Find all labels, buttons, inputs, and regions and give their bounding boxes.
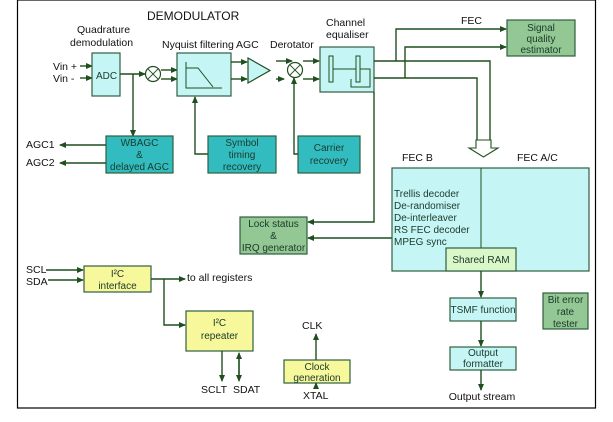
vin-plus-label: Vin +: [53, 61, 77, 73]
equaliser-to-fec-wire-i: [374, 60, 491, 140]
equaliser-caption-line1: Channel: [326, 17, 365, 29]
signal-quality-line3: estimator: [520, 45, 562, 56]
i2c-interface-line1: I²C: [111, 269, 124, 280]
i2c-interface-line2: interface: [98, 281, 137, 292]
clk-label: CLK: [302, 320, 322, 332]
fec-function-trellis: Trellis decoder: [394, 189, 460, 200]
i2c-interface-block: [83, 265, 152, 293]
xtal-label: XTAL: [303, 390, 329, 402]
lowpass-filter-icon: [185, 62, 222, 89]
agc-caption: AGC: [236, 39, 259, 51]
lock-status-line2: &: [270, 231, 277, 242]
fec-b-caption: FEC B: [402, 152, 433, 164]
output-formatter-line1: Output: [468, 348, 498, 359]
nyquist-caption: Nyquist filtering: [162, 39, 234, 51]
output-stream-label: Output stream: [449, 391, 516, 403]
clock-generation-line2: generation: [293, 373, 340, 384]
sclt-label: SCLT: [201, 384, 228, 396]
bit-error-line1: Bit error: [548, 295, 584, 306]
diagram-frame: [16, 0, 597, 409]
equaliser-icon: [328, 55, 371, 88]
carrier-recovery-block: [297, 135, 361, 174]
agc2-label: AGC2: [26, 157, 55, 169]
wbagc-line1: WBAGC: [121, 138, 159, 149]
i2c-to-repeater-wire: [163, 279, 186, 328]
fec-label: FEC: [461, 15, 482, 27]
signal-quality-line2: quality: [527, 34, 556, 45]
quadrature-caption-line2: demodulation: [70, 37, 133, 49]
symbol-timing-line2: timing: [229, 150, 256, 161]
signal-quality-line1: Signal: [527, 23, 555, 34]
equaliser-caption-line2: equaliser: [326, 29, 369, 41]
agc-amplifier-icon: [247, 56, 272, 85]
equaliser-to-fec-wire-q: [374, 77, 478, 140]
shared-ram-label: Shared RAM: [452, 255, 509, 266]
derotator-mixer-icon: [286, 61, 304, 79]
fec-input-arrow: [467, 139, 500, 158]
scl-label: SCL: [26, 264, 47, 276]
adc-block: [91, 52, 121, 97]
bit-error-rate-tester-block: [542, 292, 589, 330]
wbagc-line2: &: [136, 150, 143, 161]
symbol-timing-to-nyquist-wire: [192, 96, 208, 155]
fec-function-rs-decoder: RS FEC decoder: [394, 225, 470, 236]
sdat-label: SDAT: [233, 384, 261, 396]
i2c-repeater-line2: repeater: [201, 331, 239, 342]
bit-error-line3: tester: [553, 319, 579, 330]
carrier-line1: Carrier: [314, 143, 345, 154]
fec-function-derandomiser: De-randomiser: [394, 201, 461, 212]
fec-function-mpeg-sync: MPEG sync: [394, 237, 447, 248]
lock-status-block: [239, 216, 308, 255]
output-formatter-block: [449, 346, 517, 371]
lock-status-line1: Lock status: [248, 219, 299, 230]
diagram-title: DEMODULATOR: [147, 9, 240, 23]
symbol-timing-line1: Symbol: [225, 138, 258, 149]
output-formatter-line2: formatter: [463, 359, 504, 370]
quadrature-caption-line1: Quadrature: [77, 24, 130, 36]
symbol-timing-line3: recovery: [223, 162, 261, 173]
agc1-label: AGC1: [26, 139, 55, 151]
wbagc-line3: delayed AGC: [110, 162, 169, 173]
vin-minus-label: Vin -: [53, 73, 75, 85]
tsmf-block: [449, 297, 517, 322]
to-all-registers-label: to all registers: [187, 272, 252, 284]
sda-label: SDA: [26, 276, 48, 288]
to-signal-quality-wire-1: [395, 26, 507, 61]
to-signal-quality-wire-2: [404, 44, 507, 78]
lock-status-line3: IRQ generator: [242, 243, 306, 254]
derotator-caption: Derotator: [270, 39, 314, 51]
i2c-repeater-line1: I²C: [213, 318, 226, 329]
fec-ac-caption: FEC A/C: [517, 152, 558, 164]
i2c-repeater-block: [185, 310, 254, 352]
fec-function-deinterleaver: De-interleaver: [394, 213, 457, 224]
tsmf-label: TSMF function: [450, 305, 515, 316]
nyquist-filter-block: [176, 52, 232, 97]
wbagc-block: [105, 135, 174, 174]
clock-generation-line1: Clock: [304, 362, 330, 373]
bit-error-line2: rate: [557, 307, 575, 318]
lock-status-wire-1: [307, 92, 375, 225]
adc-label: ADC: [96, 71, 117, 82]
signal-quality-estimator-block: [506, 19, 576, 57]
carrier-to-derotator-wire: [291, 77, 298, 155]
mixer-icon: [144, 65, 162, 83]
carrier-line2: recovery: [310, 156, 348, 167]
